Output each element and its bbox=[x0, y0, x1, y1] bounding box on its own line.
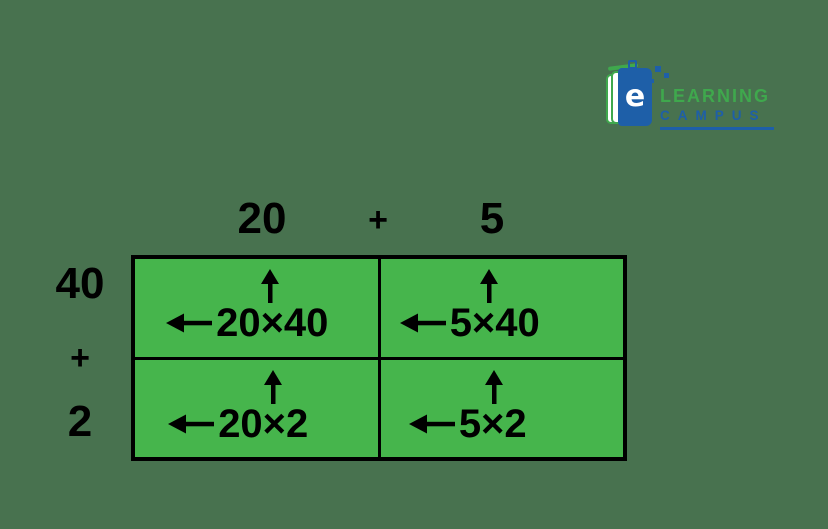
pixel-dot bbox=[655, 66, 661, 72]
row-factor-second: 2 bbox=[67, 397, 93, 446]
up-arrow-icon bbox=[261, 269, 280, 303]
row-factor-first: 40 bbox=[55, 259, 105, 308]
book-clip bbox=[628, 60, 637, 69]
partial-product: 20×40 bbox=[216, 301, 329, 345]
logo-letter-e: e bbox=[624, 79, 646, 114]
pixel-dot bbox=[644, 70, 651, 77]
pixel-dot bbox=[639, 78, 642, 81]
logo-word-campus: CAMPUS bbox=[660, 108, 767, 123]
up-arrow-icon bbox=[264, 369, 283, 404]
logo-word-learning: LEARNING bbox=[660, 86, 770, 106]
partial-product: 5×2 bbox=[458, 401, 527, 446]
left-arrow-icon bbox=[168, 414, 215, 433]
partial-product: 20×2 bbox=[218, 401, 309, 446]
column-factor-first: 20 bbox=[237, 194, 287, 243]
left-arrow-icon bbox=[166, 313, 213, 333]
left-arrow-icon bbox=[399, 313, 446, 333]
grid-cell-bottom-right: 5×2 bbox=[380, 359, 623, 457]
pixel-dot bbox=[664, 73, 669, 78]
pixel-dot bbox=[650, 79, 654, 83]
grid-cell-top-right: 5×40 bbox=[380, 259, 623, 357]
up-arrow-icon bbox=[484, 369, 503, 404]
area-model-grid: 20×40 5×40 bbox=[131, 255, 627, 461]
grid-cell-top-left: 20×40 bbox=[135, 259, 378, 357]
column-plus-sign: + bbox=[368, 201, 388, 239]
column-factor-second: 5 bbox=[479, 194, 505, 243]
logo-underline bbox=[660, 126, 774, 130]
logo-text: LEARNING CAMPUS bbox=[660, 87, 774, 130]
up-arrow-icon bbox=[479, 269, 498, 303]
book-cover: e bbox=[618, 68, 652, 126]
partial-product: 5×40 bbox=[449, 301, 540, 345]
left-arrow-icon bbox=[408, 414, 455, 433]
elearning-campus-logo: e LEARNING CAMPUS bbox=[598, 56, 794, 138]
grid-cell-bottom-left: 20×2 bbox=[135, 359, 378, 457]
book-icon: e bbox=[606, 60, 669, 129]
row-plus-sign: + bbox=[70, 339, 90, 377]
